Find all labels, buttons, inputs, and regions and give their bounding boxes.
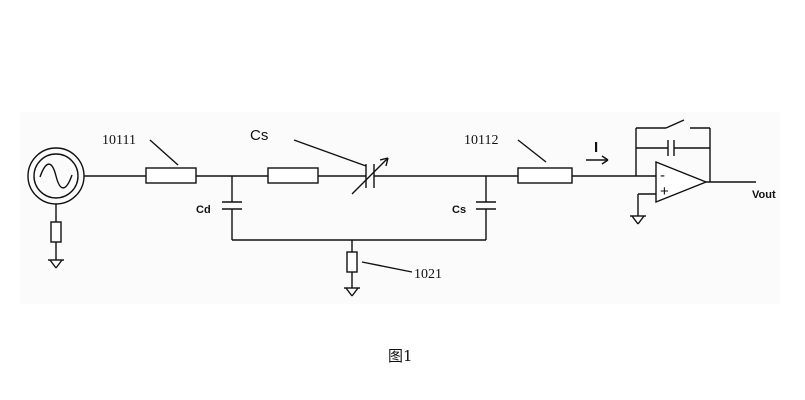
- ground-icon: [344, 287, 360, 297]
- opamp: - +: [655, 160, 708, 204]
- resistor-middle: [267, 167, 319, 184]
- variable-capacitor: [351, 157, 389, 195]
- opamp-plus-ground: [630, 193, 656, 225]
- label-cs-fixed: Cs: [452, 204, 466, 216]
- label-cs-variable: Cs: [250, 127, 268, 144]
- feedback-network: [635, 119, 711, 182]
- leader-10111: [149, 139, 179, 166]
- diagram-backdrop: [20, 112, 780, 304]
- leader-1021: [361, 261, 413, 273]
- label-current: I: [594, 139, 598, 156]
- leader-cs: [293, 139, 367, 167]
- resistor-1021: [346, 251, 358, 273]
- opamp-minus: -: [660, 167, 665, 184]
- label-vout: Vout: [752, 189, 776, 201]
- source-ground-branch: [48, 204, 64, 269]
- resistor-10111: [145, 167, 197, 184]
- figure-caption: 图1: [388, 347, 413, 365]
- bottom-branch: [232, 239, 486, 297]
- ground-icon: [48, 259, 64, 269]
- leader-10112: [517, 139, 547, 163]
- label-10112: 10112: [464, 133, 498, 148]
- resistor-10112: [517, 167, 573, 184]
- capacitor-cs: [476, 176, 496, 240]
- current-arrow-icon: [586, 155, 609, 165]
- capacitor-cd: [222, 176, 242, 240]
- opamp-plus: +: [660, 183, 669, 200]
- label-cd: Cd: [196, 204, 211, 216]
- label-10111: 10111: [102, 133, 136, 148]
- switch-icon: [665, 119, 685, 129]
- label-1021: 1021: [414, 267, 442, 282]
- ground-icon: [630, 215, 646, 225]
